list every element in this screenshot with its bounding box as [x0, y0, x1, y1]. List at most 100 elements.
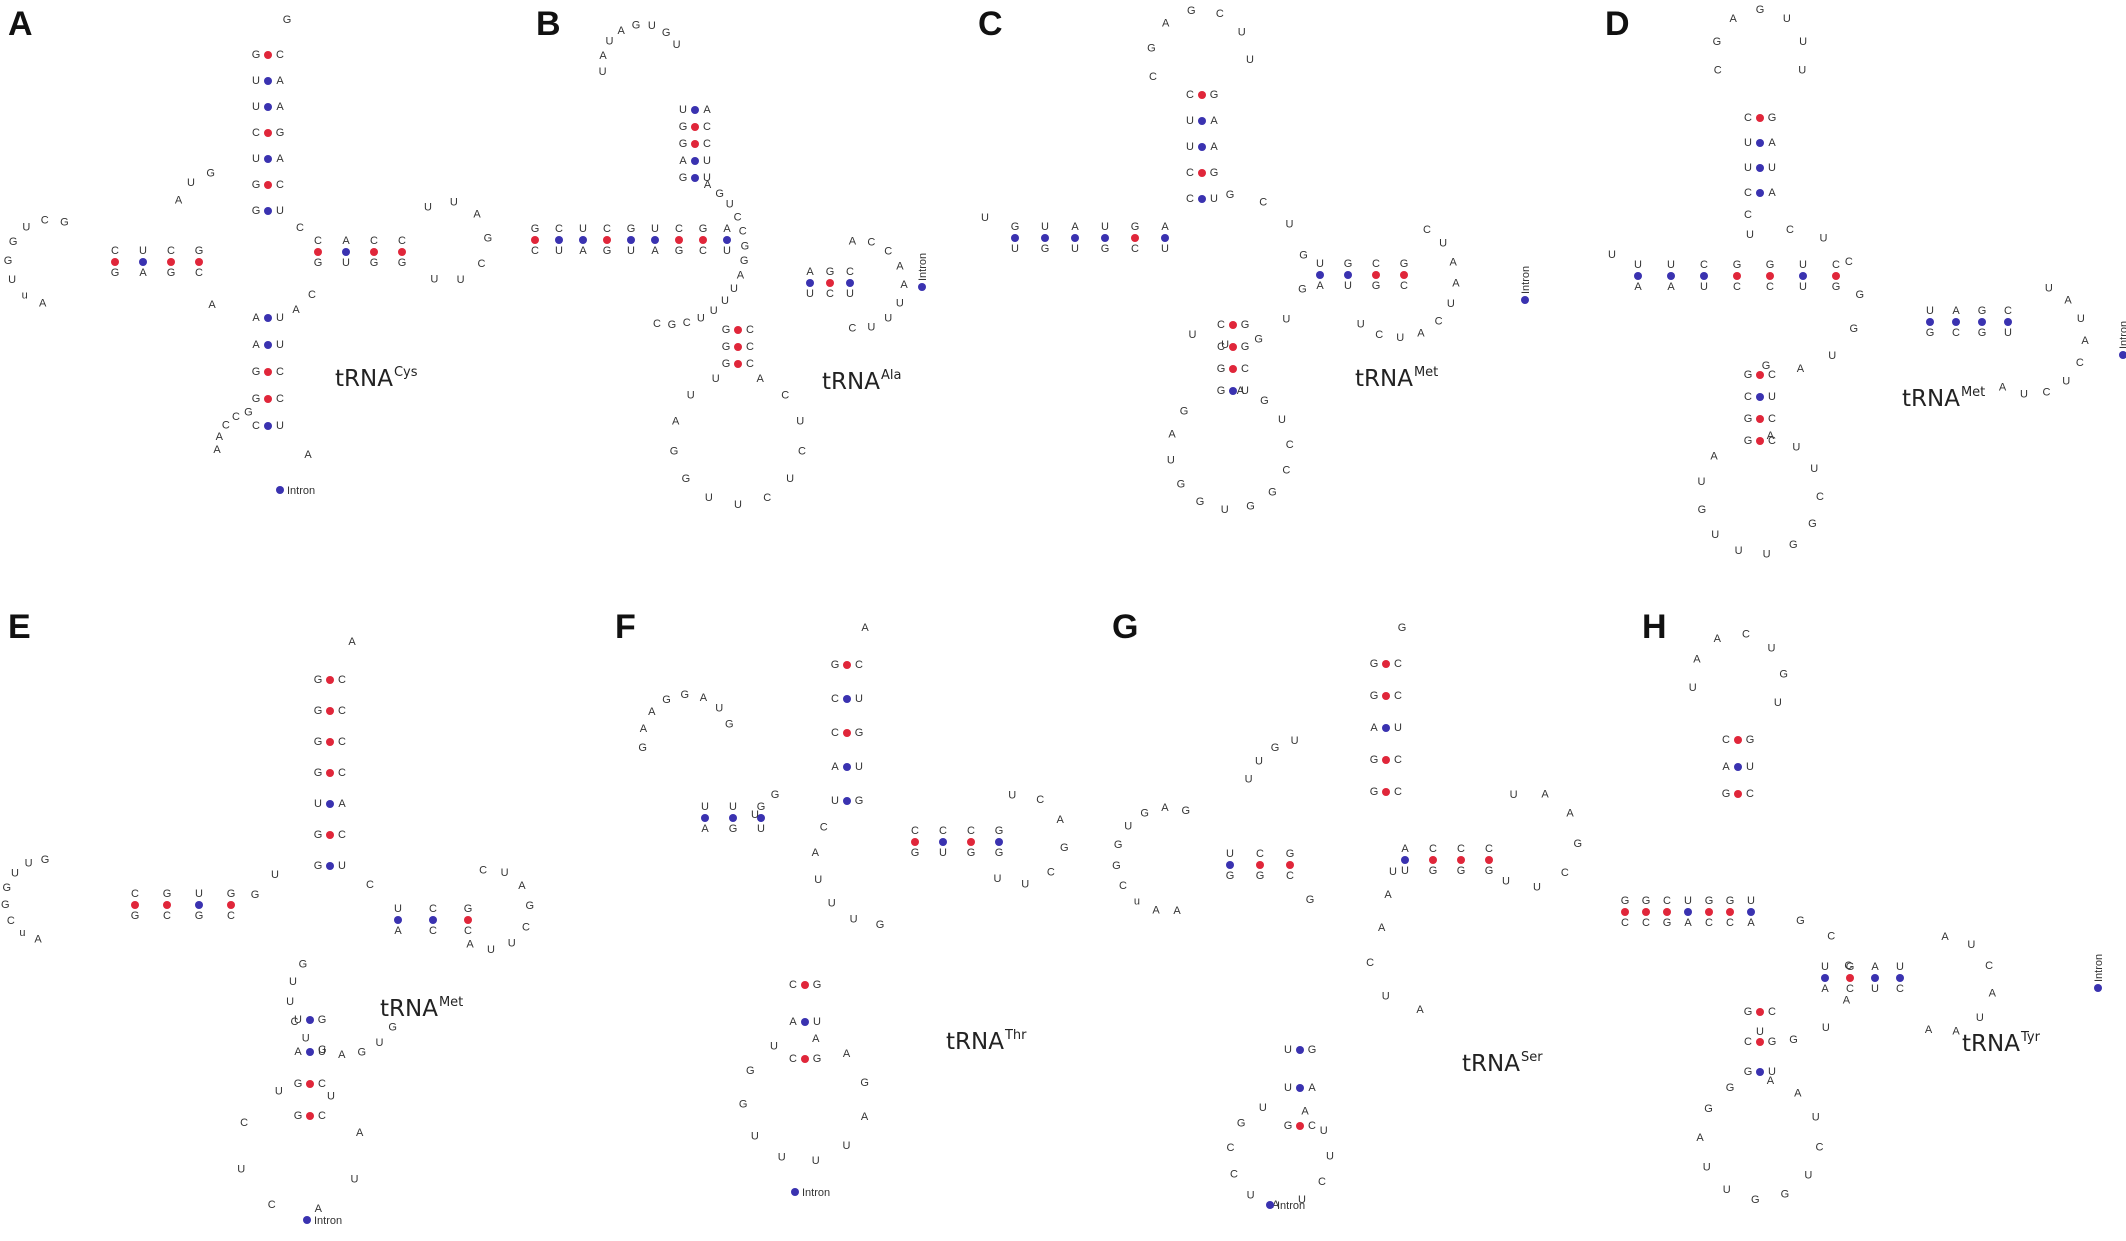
nucleotide: C — [1705, 917, 1713, 929]
nucleotide: U — [751, 1130, 759, 1142]
nucleotide: U — [712, 373, 720, 385]
nucleotide: U — [1167, 454, 1175, 466]
au-pair-dot — [757, 814, 765, 822]
nucleotide: u — [19, 927, 25, 939]
nucleotide: C — [1318, 1176, 1326, 1188]
nucleotide: C — [1663, 895, 1671, 907]
nucleotide: G — [1298, 283, 1307, 295]
nucleotide: G — [1808, 518, 1817, 530]
au-pair-dot — [1667, 272, 1675, 280]
nucleotide: C — [1230, 1169, 1238, 1181]
nucleotide: A — [1714, 633, 1722, 645]
nucleotide: A — [1767, 430, 1775, 442]
nucleotide: C — [232, 411, 240, 423]
trna-sup-e: Met — [438, 995, 464, 1010]
gc-pair-dot — [675, 236, 683, 244]
au-pair-dot — [1756, 1068, 1764, 1076]
nucleotide: U — [1634, 259, 1642, 271]
nucleotide: U — [350, 1174, 358, 1186]
gc-pair-dot — [1198, 91, 1206, 99]
nucleotide: C — [683, 317, 691, 329]
gc-pair-dot — [1756, 371, 1764, 379]
nucleotide: A — [1952, 1026, 1960, 1038]
nucleotide: U — [1502, 876, 1510, 888]
nucleotide: A — [1417, 327, 1425, 339]
nucleotide: U — [1011, 243, 1019, 255]
nucleotide: U — [846, 288, 854, 300]
nucleotide: G — [1850, 323, 1859, 335]
nucleotide: C — [1832, 259, 1840, 271]
nucleotide: C — [291, 1016, 299, 1028]
nucleotide: G — [662, 694, 671, 706]
nucleotide: G — [1789, 539, 1798, 551]
nucleotide: U — [806, 288, 814, 300]
gc-pair-dot — [1756, 437, 1764, 445]
au-pair-dot — [1296, 1046, 1304, 1054]
nucleotide: U — [1711, 529, 1719, 541]
trna-name-a: tRNA — [335, 366, 393, 392]
nucleotide: U — [896, 298, 904, 310]
nucleotide: A — [579, 245, 587, 257]
trna-sup-h: Tyr — [2020, 1030, 2040, 1045]
nucleotide: G — [1217, 385, 1226, 397]
nucleotide: U — [1768, 1066, 1776, 1078]
nucleotide: G — [826, 266, 835, 278]
nucleotide: U — [1255, 755, 1263, 767]
au-pair-dot — [326, 862, 334, 870]
gc-pair-dot — [111, 258, 119, 266]
nucleotide: G — [679, 138, 688, 150]
nucleotide: G — [111, 267, 120, 279]
nucleotide: U — [457, 274, 465, 286]
nucleotide: U — [1394, 722, 1402, 734]
nucleotide: U — [2045, 282, 2053, 294]
nucleotide: C — [1119, 880, 1127, 892]
au-pair-dot — [723, 236, 731, 244]
nucleotide: G — [771, 789, 780, 801]
gc-pair-dot — [1382, 788, 1390, 796]
nucleotide: G — [1762, 360, 1771, 372]
nucleotide: G — [632, 19, 641, 31]
nucleotide: C — [1036, 794, 1044, 806]
nucleotide: U — [814, 874, 822, 886]
nucleotide: U — [751, 809, 759, 821]
nucleotide: C — [831, 693, 839, 705]
nucleotide: G — [679, 172, 688, 184]
nucleotide: U — [1357, 318, 1365, 330]
nucleotide: G — [1796, 915, 1805, 927]
nucleotide: U — [275, 1086, 283, 1098]
nucleotide: A — [1871, 961, 1879, 973]
nucleotide: G — [603, 245, 612, 257]
trna-label-c: tRNAMet — [1355, 365, 1438, 392]
au-pair-dot — [843, 695, 851, 703]
trna-label-h: tRNATyr — [1962, 1030, 2040, 1057]
nucleotide: C — [1394, 690, 1402, 702]
au-pair-dot — [1684, 908, 1692, 916]
gc-pair-dot — [131, 901, 139, 909]
nucleotide: U — [1689, 682, 1697, 694]
nucleotide: U — [1071, 243, 1079, 255]
trna-label-g: tRNASer — [1462, 1050, 1543, 1077]
nucleotide: C — [314, 235, 322, 247]
nucleotide: G — [1621, 895, 1630, 907]
nucleotide: U — [1286, 218, 1294, 230]
nucleotide: U — [286, 996, 294, 1008]
nucleotide: C — [252, 420, 260, 432]
au-pair-dot — [1756, 189, 1764, 197]
nucleotide: U — [1439, 238, 1447, 250]
nucleotide: A — [1210, 141, 1218, 153]
nucleotide: A — [1272, 1199, 1280, 1211]
nucleotide: C — [1375, 329, 1383, 341]
nucleotide: U — [2020, 389, 2028, 401]
gc-pair-dot — [734, 326, 742, 334]
nucleotide: U — [1798, 64, 1806, 76]
nucleotide: C — [746, 324, 754, 336]
au-pair-dot — [1344, 271, 1352, 279]
nucleotide: U — [430, 274, 438, 286]
nucleotide: C — [1742, 629, 1750, 641]
nucleotide: A — [1925, 1024, 1933, 1036]
nucleotide: U — [276, 205, 284, 217]
nucleotide: G — [860, 1077, 869, 1089]
gc-pair-dot — [1131, 234, 1139, 242]
